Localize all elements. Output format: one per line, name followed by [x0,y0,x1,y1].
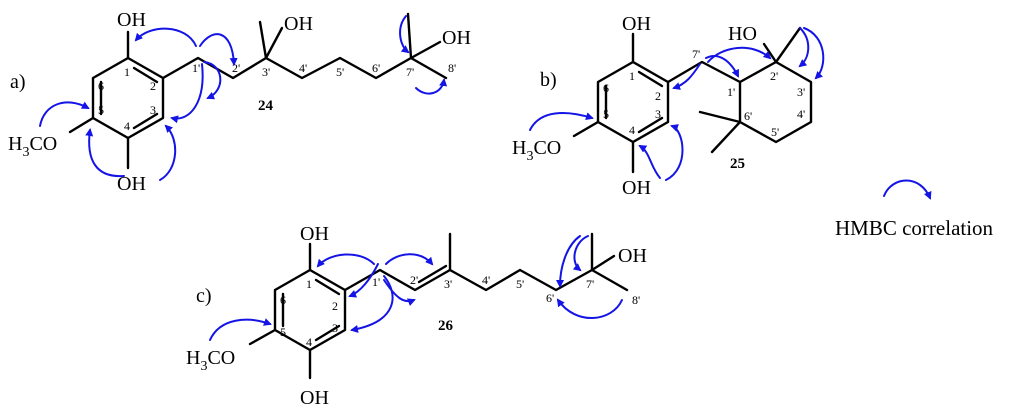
atom-number: 5 [603,107,609,121]
methoxy-label: H3CO [186,347,235,374]
methoxy-label: H3CO [512,137,561,164]
atom-number: 5 [280,325,286,339]
atom-number: 5 [98,103,104,117]
atom-number: 4' [482,273,490,287]
atom-number: 6 [280,293,286,307]
atom-number: 8' [448,61,456,75]
atom-number: 3' [262,65,270,79]
atom-number: 6' [372,61,380,75]
panel-c: c) OH OH OH H3CO 1 2 3 4 5 6 1' 2' [186,223,647,409]
atom-number: 3 [150,103,156,117]
compound-number: 24 [258,98,274,114]
atom-number: 3' [797,85,805,99]
atom-number: 1' [372,275,380,289]
atom-numbers-b: 1 2 3 4 5 6 1' 2' 3' 4' 5' 6' 7' [603,47,805,139]
oh-ring-label: HO [728,23,757,45]
atom-number: 2 [655,89,661,103]
oh-bottom-label: OH [622,177,651,199]
atom-number: 5' [771,125,779,139]
panel-b-label: b) [540,69,557,91]
atom-number: 3 [655,107,661,121]
methoxy-label: H3CO [8,133,57,160]
atom-number: 2' [410,273,418,287]
hmbc-arrows-c [209,235,623,341]
oh-top-label: OH [117,9,146,31]
atom-number: 2 [150,79,156,93]
legend-text: HMBC correlation [835,216,994,240]
atom-number: 8' [632,293,640,307]
atom-number: 4 [306,335,312,349]
atom-number: 4 [124,119,130,133]
panel-a: a) OH OH OH OH H3CO 1 2 3 4 5 [8,9,471,195]
oh-bottom-label: OH [117,173,146,195]
atom-number: 6' [546,291,554,305]
atom-number: 2' [770,69,778,83]
atom-numbers-a: 1 2 3 4 5 6 1' 2' 3' 4' 5' 6' 7' 8' [98,61,456,133]
panel-a-label: a) [10,71,26,93]
atom-number: 1' [192,61,200,75]
atom-number: 5' [516,277,524,291]
atom-number: 1' [727,85,735,99]
hmbc-arrows-a [39,15,448,181]
compound-25-structure [572,26,813,174]
atom-number: 6' [744,109,752,123]
atom-number: 7' [406,65,414,79]
atom-number: 4 [629,123,635,137]
atom-number: 1 [124,65,130,79]
compound-number: 26 [438,318,454,334]
atom-number: 7' [692,47,700,61]
atom-number: 1 [629,69,635,83]
oh-end-label: OH [618,245,647,267]
oh-chain-label: OH [284,13,313,35]
atom-number: 5' [336,65,344,79]
atom-number: 1 [306,277,312,291]
atom-number: 4' [797,107,805,121]
atom-number: 6 [603,81,609,95]
compound-24-structure [68,12,448,170]
oh-top-label: OH [622,13,651,35]
panel-b: b) OH OH HO H3CO 1 2 3 4 5 [512,13,825,199]
atom-number: 2' [232,61,240,75]
compound-number: 25 [730,156,745,172]
oh-top-label: OH [300,223,329,245]
atom-number: 6 [98,79,104,93]
oh-end-label: OH [442,27,471,49]
atom-numbers-c: 1 2 3 4 5 6 1' 2' 3' 4' 5' 6' 7' 8' [280,273,640,349]
legend: HMBC correlation [835,179,994,240]
hmbc-arrow-icon [883,179,932,200]
atom-number: 3 [332,321,338,335]
atom-number: 4' [299,61,307,75]
atom-number: 3' [444,277,452,291]
compound-26-structure [248,232,629,380]
hmbc-arrows-b [529,27,825,181]
atom-number: 7' [586,277,594,291]
oh-bottom-label: OH [300,387,329,409]
panel-c-label: c) [196,285,212,307]
atom-number: 2 [332,299,338,313]
